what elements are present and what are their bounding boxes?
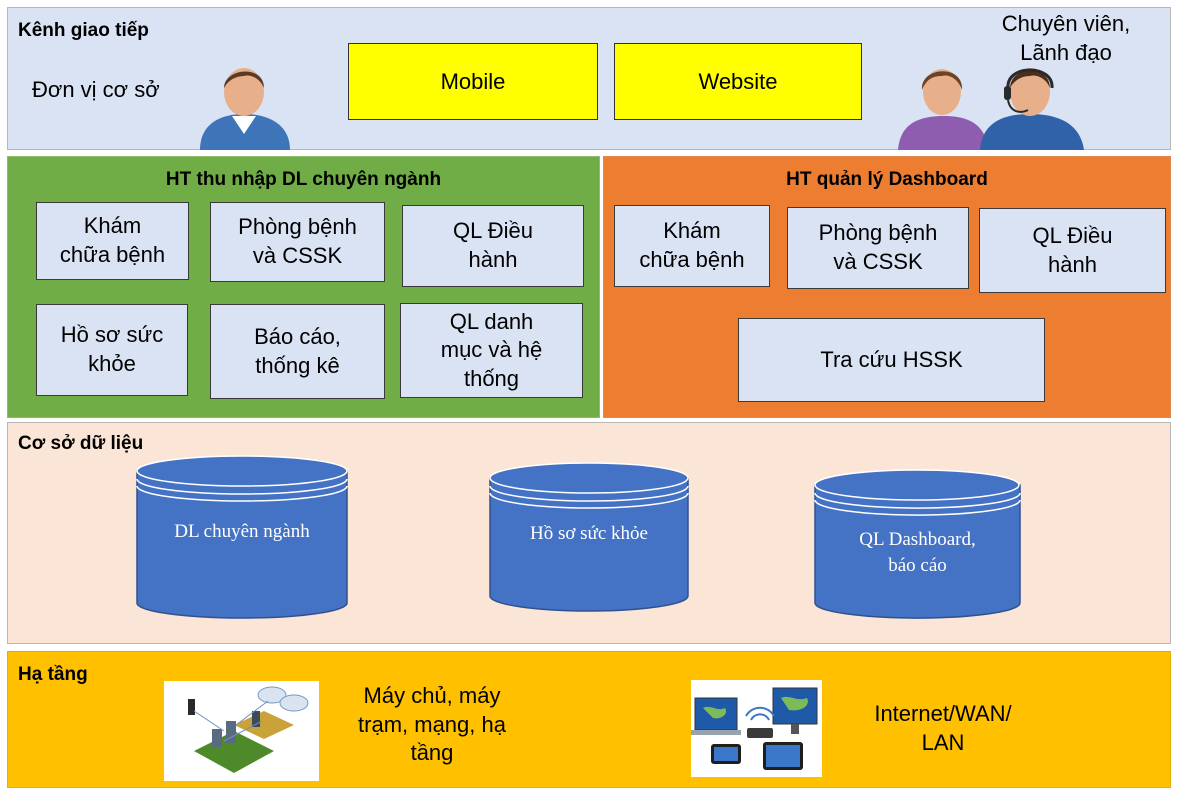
dashboard-system-band: HT quản lý Dashboard Khám chữa bệnh Phòng… bbox=[603, 156, 1171, 418]
collect-module-bao-cao[interactable]: Báo cáo, thống kê bbox=[210, 304, 385, 399]
servers-label-line: tầng bbox=[410, 740, 454, 766]
module-label: chữa bệnh bbox=[59, 242, 166, 267]
module-label: và CSSK bbox=[833, 249, 923, 274]
module-label: chữa bệnh bbox=[639, 247, 745, 272]
module-label: hành bbox=[1048, 251, 1097, 277]
channels-band: Kênh giao tiếp Đơn vị cơ sở Mobile Websi… bbox=[7, 7, 1171, 150]
person-icon bbox=[200, 68, 290, 150]
database-label-line: báo cáo bbox=[888, 554, 947, 576]
collect-module-kham-chua-benh[interactable]: Khám chữa bệnh bbox=[36, 202, 189, 280]
network-diagram-icon bbox=[164, 681, 319, 781]
dashboard-module-ql-dieu-hanh[interactable]: QL Điều hành bbox=[979, 208, 1166, 293]
channels-title: Kênh giao tiếp bbox=[18, 20, 149, 41]
infrastructure-band: Hạ tầng Máy chủ, máy trạm, mạng, hạ tầng bbox=[7, 651, 1171, 788]
left-actor-label: Đơn vị cơ sở bbox=[32, 77, 160, 102]
module-label: Báo cáo, bbox=[254, 323, 341, 349]
infrastructure-title: Hạ tầng bbox=[18, 664, 88, 685]
collect-module-ql-dieu-hanh[interactable]: QL Điều hành bbox=[402, 205, 584, 287]
module-label: Khám bbox=[83, 213, 142, 239]
module-label: khỏe bbox=[88, 351, 136, 376]
module-label: QL Điều bbox=[453, 218, 533, 244]
module-label: thống kê bbox=[255, 352, 340, 378]
dashboard-module-kham-chua-benh[interactable]: Khám chữa bệnh bbox=[614, 205, 770, 287]
right-actor-line1: Chuyên viên, bbox=[1001, 11, 1131, 36]
people-headset-icon bbox=[898, 68, 1084, 150]
network-label: Internet/WAN/ LAN bbox=[838, 700, 1048, 757]
database-label-line: Hồ sơ sức khỏe bbox=[530, 523, 648, 544]
module-label: hành bbox=[468, 247, 518, 272]
module-label: mục và hệ bbox=[440, 337, 543, 363]
module-label: Hồ sơ sức bbox=[60, 322, 164, 348]
mobile-label: Mobile bbox=[440, 68, 506, 94]
module-label: Tra cứu HSSK bbox=[820, 346, 963, 372]
module-label: Phòng bệnh bbox=[238, 214, 357, 240]
database-label: DL chuyên ngành bbox=[136, 519, 348, 545]
network-label-line: LAN bbox=[921, 729, 965, 755]
collect-system-band: HT thu nhập DL chuyên ngành Khám chữa bện… bbox=[7, 156, 600, 418]
module-label: QL danh bbox=[449, 308, 534, 334]
database-cylinder-dl-chuyen-nganh bbox=[136, 455, 348, 619]
module-label: thống bbox=[463, 365, 520, 391]
database-cylinder-ho-so-suc-khoe bbox=[489, 462, 689, 612]
module-label: Khám bbox=[663, 218, 721, 244]
website-channel[interactable]: Website bbox=[614, 43, 862, 120]
dashboard-title: HT quản lý Dashboard bbox=[786, 169, 988, 190]
database-label-line: QL Dashboard, bbox=[859, 529, 976, 550]
website-label: Website bbox=[698, 68, 778, 94]
database-label: Hồ sơ sức khỏe bbox=[489, 521, 689, 547]
database-title: Cơ sở dữ liệu bbox=[18, 433, 144, 454]
collect-module-phong-benh[interactable]: Phòng bệnh và CSSK bbox=[210, 202, 385, 282]
database-label-line: DL chuyên ngành bbox=[174, 521, 310, 542]
collect-title: HT thu nhập DL chuyên ngành bbox=[165, 169, 442, 190]
network-label-line: Internet/WAN/ bbox=[874, 701, 1012, 726]
collect-module-ho-so-suc-khoe[interactable]: Hồ sơ sức khỏe bbox=[36, 304, 188, 396]
database-band: Cơ sở dữ liệu DL chuyên ngành Hồ sơ sức … bbox=[7, 422, 1171, 644]
servers-label-line: Máy chủ, máy bbox=[363, 683, 501, 708]
database-label: QL Dashboard, báo cáo bbox=[814, 527, 1021, 578]
dashboard-module-phong-benh[interactable]: Phòng bệnh và CSSK bbox=[787, 207, 969, 289]
database-cylinder-ql-dashboard bbox=[814, 469, 1021, 619]
module-label: Phòng bệnh bbox=[818, 220, 938, 246]
devices-icon bbox=[691, 680, 822, 777]
module-label: và CSSK bbox=[252, 243, 343, 268]
right-actor-label: Chuyên viên, Lãnh đạo bbox=[966, 10, 1166, 67]
servers-label: Máy chủ, máy trạm, mạng, hạ tầng bbox=[326, 682, 538, 768]
module-label: QL Điều bbox=[1032, 222, 1113, 248]
right-actor-line2: Lãnh đạo bbox=[1020, 39, 1112, 65]
servers-label-line: trạm, mạng, hạ bbox=[358, 711, 506, 737]
mobile-channel[interactable]: Mobile bbox=[348, 43, 598, 120]
dashboard-module-tra-cuu-hssk[interactable]: Tra cứu HSSK bbox=[738, 318, 1045, 402]
